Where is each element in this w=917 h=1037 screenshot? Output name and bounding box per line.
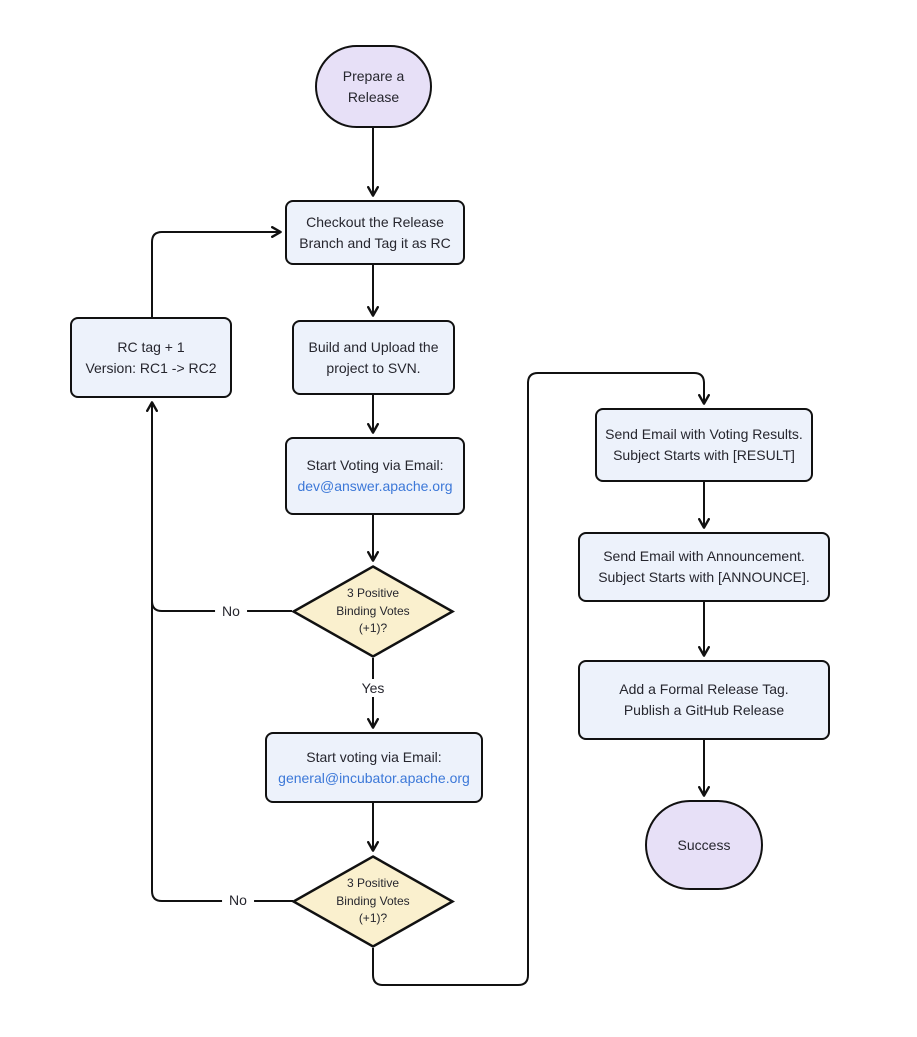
decision2-label-line2: Binding Votes [336,893,410,908]
edge-rcbump-to-checkout [151,226,282,317]
edge-decision2-no-to-rcbump [146,401,293,902]
email-link-general[interactable]: general@incubator.apache.org [278,769,470,786]
checkout-label-line2: Branch and Tag it as RC [299,234,451,251]
announce-label-line1: Send Email with Announcement. [603,548,805,564]
prepare-release-label-line1: Prepare a [342,67,405,84]
node-formal-release-tag: Add a Formal Release Tag. Publish a GitH… [578,660,830,740]
edge-label-no-2: No [222,891,254,909]
rc-bump-label-line1: RC tag + 1 [117,338,185,355]
result-label-line2: Subject Starts with [RESULT] [613,447,795,463]
decision1-label-line3: (+1)? [358,621,388,636]
build-label-line2: project to SVN. [326,359,421,376]
edge-decision2-to-result [372,372,710,986]
rc-bump-label-line2: Version: RC1 -> RC2 [85,359,217,376]
build-label-line1: Build and Upload the [308,338,439,355]
node-decision-votes-2: 3 Positive Binding Votes (+1)? [291,855,455,948]
decision1-diamond-shape [291,565,455,658]
decision2-label-line1: 3 Positive [346,876,399,891]
node-success: Success [645,800,763,890]
vote-dev-label: Start Voting via Email: [306,457,444,473]
tag-label-line1: Add a Formal Release Tag. [619,681,789,697]
node-prepare-release: Prepare a Release [315,45,432,128]
decision2-label-line3: (+1)? [358,911,388,926]
result-label-line1: Send Email with Voting Results. [605,426,803,442]
edge-label-yes: Yes [354,679,392,697]
node-send-announce-email: Send Email with Announcement. Subject St… [578,532,830,602]
node-checkout-branch: Checkout the Release Branch and Tag it a… [285,200,465,265]
decision1-label-line1: 3 Positive [346,586,399,601]
decision1-label-line2: Binding Votes [336,603,410,618]
node-decision-votes-1: 3 Positive Binding Votes (+1)? [291,565,455,658]
email-link-dev[interactable]: dev@answer.apache.org [297,478,453,494]
success-label: Success [677,836,731,853]
vote-incubator-label: Start voting via Email: [306,748,442,765]
decision2-diamond-shape [291,855,455,948]
node-start-voting-dev: Start Voting via Email: dev@answer.apach… [285,437,465,515]
node-rc-tag-bump: RC tag + 1 Version: RC1 -> RC2 [70,317,232,398]
prepare-release-label-line2: Release [347,88,400,105]
announce-label-line2: Subject Starts with [ANNOUNCE]. [598,569,810,585]
edge-label-no-1: No [215,602,247,620]
node-start-voting-incubator: Start voting via Email: general@incubato… [265,732,483,803]
node-build-upload-svn: Build and Upload the project to SVN. [292,320,455,395]
node-send-result-email: Send Email with Voting Results. Subject … [595,408,813,482]
tag-label-line2: Publish a GitHub Release [623,702,785,718]
checkout-label-line1: Checkout the Release [306,213,444,230]
